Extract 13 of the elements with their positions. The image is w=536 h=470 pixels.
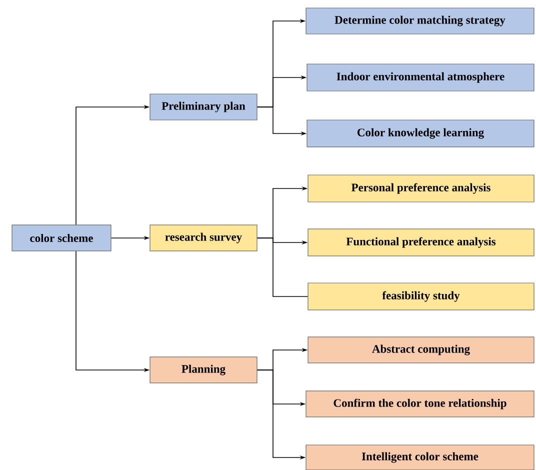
process-box: Determine color matching strategy	[306, 8, 534, 34]
process-box: Intelligent color scheme	[306, 444, 534, 470]
process-box: Planning	[150, 356, 258, 384]
process-box: color scheme	[12, 224, 112, 252]
process-box: feasibility study	[308, 282, 534, 310]
process-box: research survey	[150, 224, 258, 252]
process-box: Preliminary plan	[150, 94, 258, 120]
process-box: Abstract computing	[308, 336, 534, 364]
process-box: Confirm the color tone relationship	[306, 390, 534, 418]
process-box: Personal preference analysis	[308, 174, 534, 202]
process-box: Functional preference analysis	[308, 228, 534, 256]
process-box: Color knowledge learning	[306, 120, 534, 148]
process-box: Indoor environmental atmosphere	[306, 64, 534, 92]
